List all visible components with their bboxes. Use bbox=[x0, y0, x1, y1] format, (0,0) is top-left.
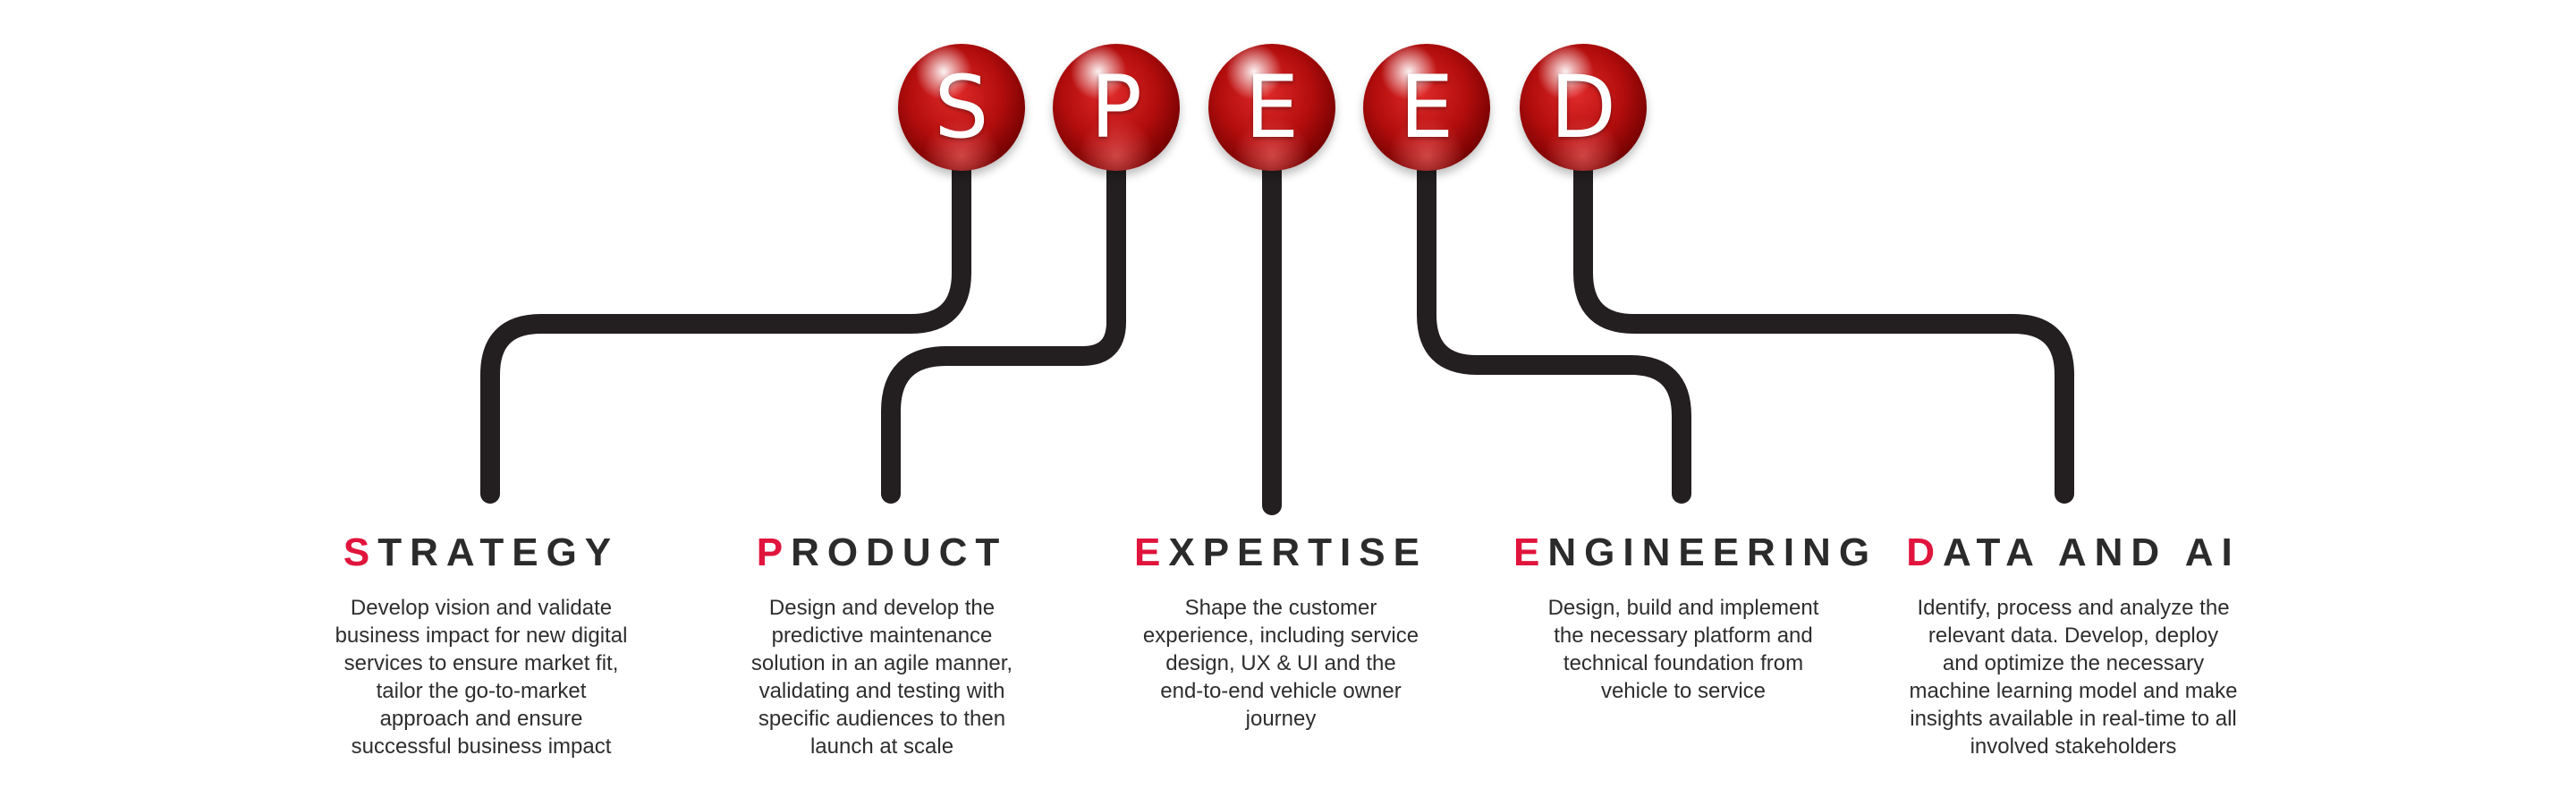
heading-rest: XPERTISE bbox=[1168, 530, 1428, 574]
description-line: Design and develop the bbox=[768, 596, 996, 620]
heading-first-letter: E bbox=[1513, 530, 1548, 574]
section-data-and-ai: DATA AND AI Identify, process and analyz… bbox=[1903, 533, 2243, 760]
ball-d: D bbox=[1520, 44, 1647, 171]
ball-letter: E bbox=[1399, 57, 1454, 157]
description-line: services to ensure market fit, bbox=[343, 651, 619, 675]
section-description: Identify, process and analyze the releva… bbox=[1903, 594, 2243, 760]
heading-rest: RODUCT bbox=[791, 530, 1008, 574]
section-heading: ENGINEERING bbox=[1513, 530, 1869, 574]
heading-first-letter: E bbox=[1134, 530, 1169, 574]
description-line: insights available in real-time to all bbox=[1910, 707, 2237, 731]
section-heading: EXPERTISE bbox=[1111, 533, 1451, 573]
description-line: technical foundation from bbox=[1563, 651, 1804, 675]
connector-data-ai bbox=[1573, 160, 2074, 504]
description-line: successful business impact bbox=[351, 734, 612, 759]
section-strategy: STRATEGY Develop vision and validate bus… bbox=[311, 533, 651, 760]
section-heading: STRATEGY bbox=[311, 533, 651, 573]
ball-letter: D bbox=[1550, 57, 1616, 157]
description-line: validating and testing with bbox=[758, 679, 1005, 703]
description-line: tailor the go-to-market bbox=[376, 679, 587, 703]
description-line: solution in an agile manner, bbox=[750, 651, 1013, 675]
connector-engineering bbox=[1417, 160, 1691, 504]
heading-first-letter: S bbox=[343, 530, 378, 574]
heading-first-letter: P bbox=[756, 530, 792, 574]
section-heading: PRODUCT bbox=[712, 533, 1052, 573]
description-line: design, UX & UI and the bbox=[1165, 651, 1396, 675]
description-line: journey bbox=[1245, 707, 1317, 731]
section-description: Design, build and implement the necessar… bbox=[1513, 594, 1853, 705]
connector-product bbox=[881, 160, 1126, 504]
description-line: launch at scale bbox=[809, 734, 954, 759]
section-description: Shape the customer experience, including… bbox=[1111, 594, 1451, 733]
ball-s: S bbox=[898, 44, 1025, 171]
section-description: Develop vision and validate business imp… bbox=[311, 594, 651, 760]
description-line: the necessary platform and bbox=[1554, 624, 1813, 648]
heading-rest: NGINEERING bbox=[1547, 530, 1878, 574]
description-line: involved stakeholders bbox=[1970, 734, 2177, 759]
ball-letter: S bbox=[934, 57, 989, 157]
description-line: relevant data. Develop, deploy bbox=[1928, 624, 2219, 648]
section-description: Design and develop the predictive mainte… bbox=[712, 594, 1052, 760]
heading-rest: ATA AND AI bbox=[1943, 530, 2241, 574]
description-line: Identify, process and analyze the bbox=[1917, 596, 2230, 620]
description-line: business impact for new digital bbox=[335, 624, 628, 648]
heading-rest: TRATEGY bbox=[377, 530, 620, 574]
ball-p: P bbox=[1053, 44, 1180, 171]
section-engineering: ENGINEERING Design, build and implement … bbox=[1513, 530, 1869, 705]
section-heading: DATA AND AI bbox=[1903, 533, 2243, 573]
description-line: predictive maintenance bbox=[771, 624, 993, 648]
description-line: specific audiences to then bbox=[758, 707, 1006, 731]
section-expertise: EXPERTISE Shape the customer experience,… bbox=[1111, 533, 1451, 733]
description-line: end-to-end vehicle owner bbox=[1160, 679, 1402, 703]
description-line: Shape the customer bbox=[1184, 596, 1377, 620]
ball-e2: E bbox=[1363, 44, 1490, 171]
description-line: and optimize the necessary bbox=[1942, 651, 2205, 675]
connector-strategy bbox=[480, 160, 971, 504]
description-line: machine learning model and make bbox=[1909, 679, 2238, 703]
section-product: PRODUCT Design and develop the predictiv… bbox=[712, 533, 1052, 760]
description-line: vehicle to service bbox=[1600, 679, 1767, 703]
heading-first-letter: D bbox=[1906, 530, 1943, 574]
description-line: Design, build and implement bbox=[1547, 596, 1819, 620]
ball-letter: E bbox=[1244, 57, 1300, 157]
ball-letter: P bbox=[1090, 57, 1142, 157]
description-line: Develop vision and validate bbox=[350, 596, 613, 620]
ball-e1: E bbox=[1208, 44, 1335, 171]
description-line: experience, including service bbox=[1142, 624, 1419, 648]
description-line: approach and ensure bbox=[379, 707, 583, 731]
